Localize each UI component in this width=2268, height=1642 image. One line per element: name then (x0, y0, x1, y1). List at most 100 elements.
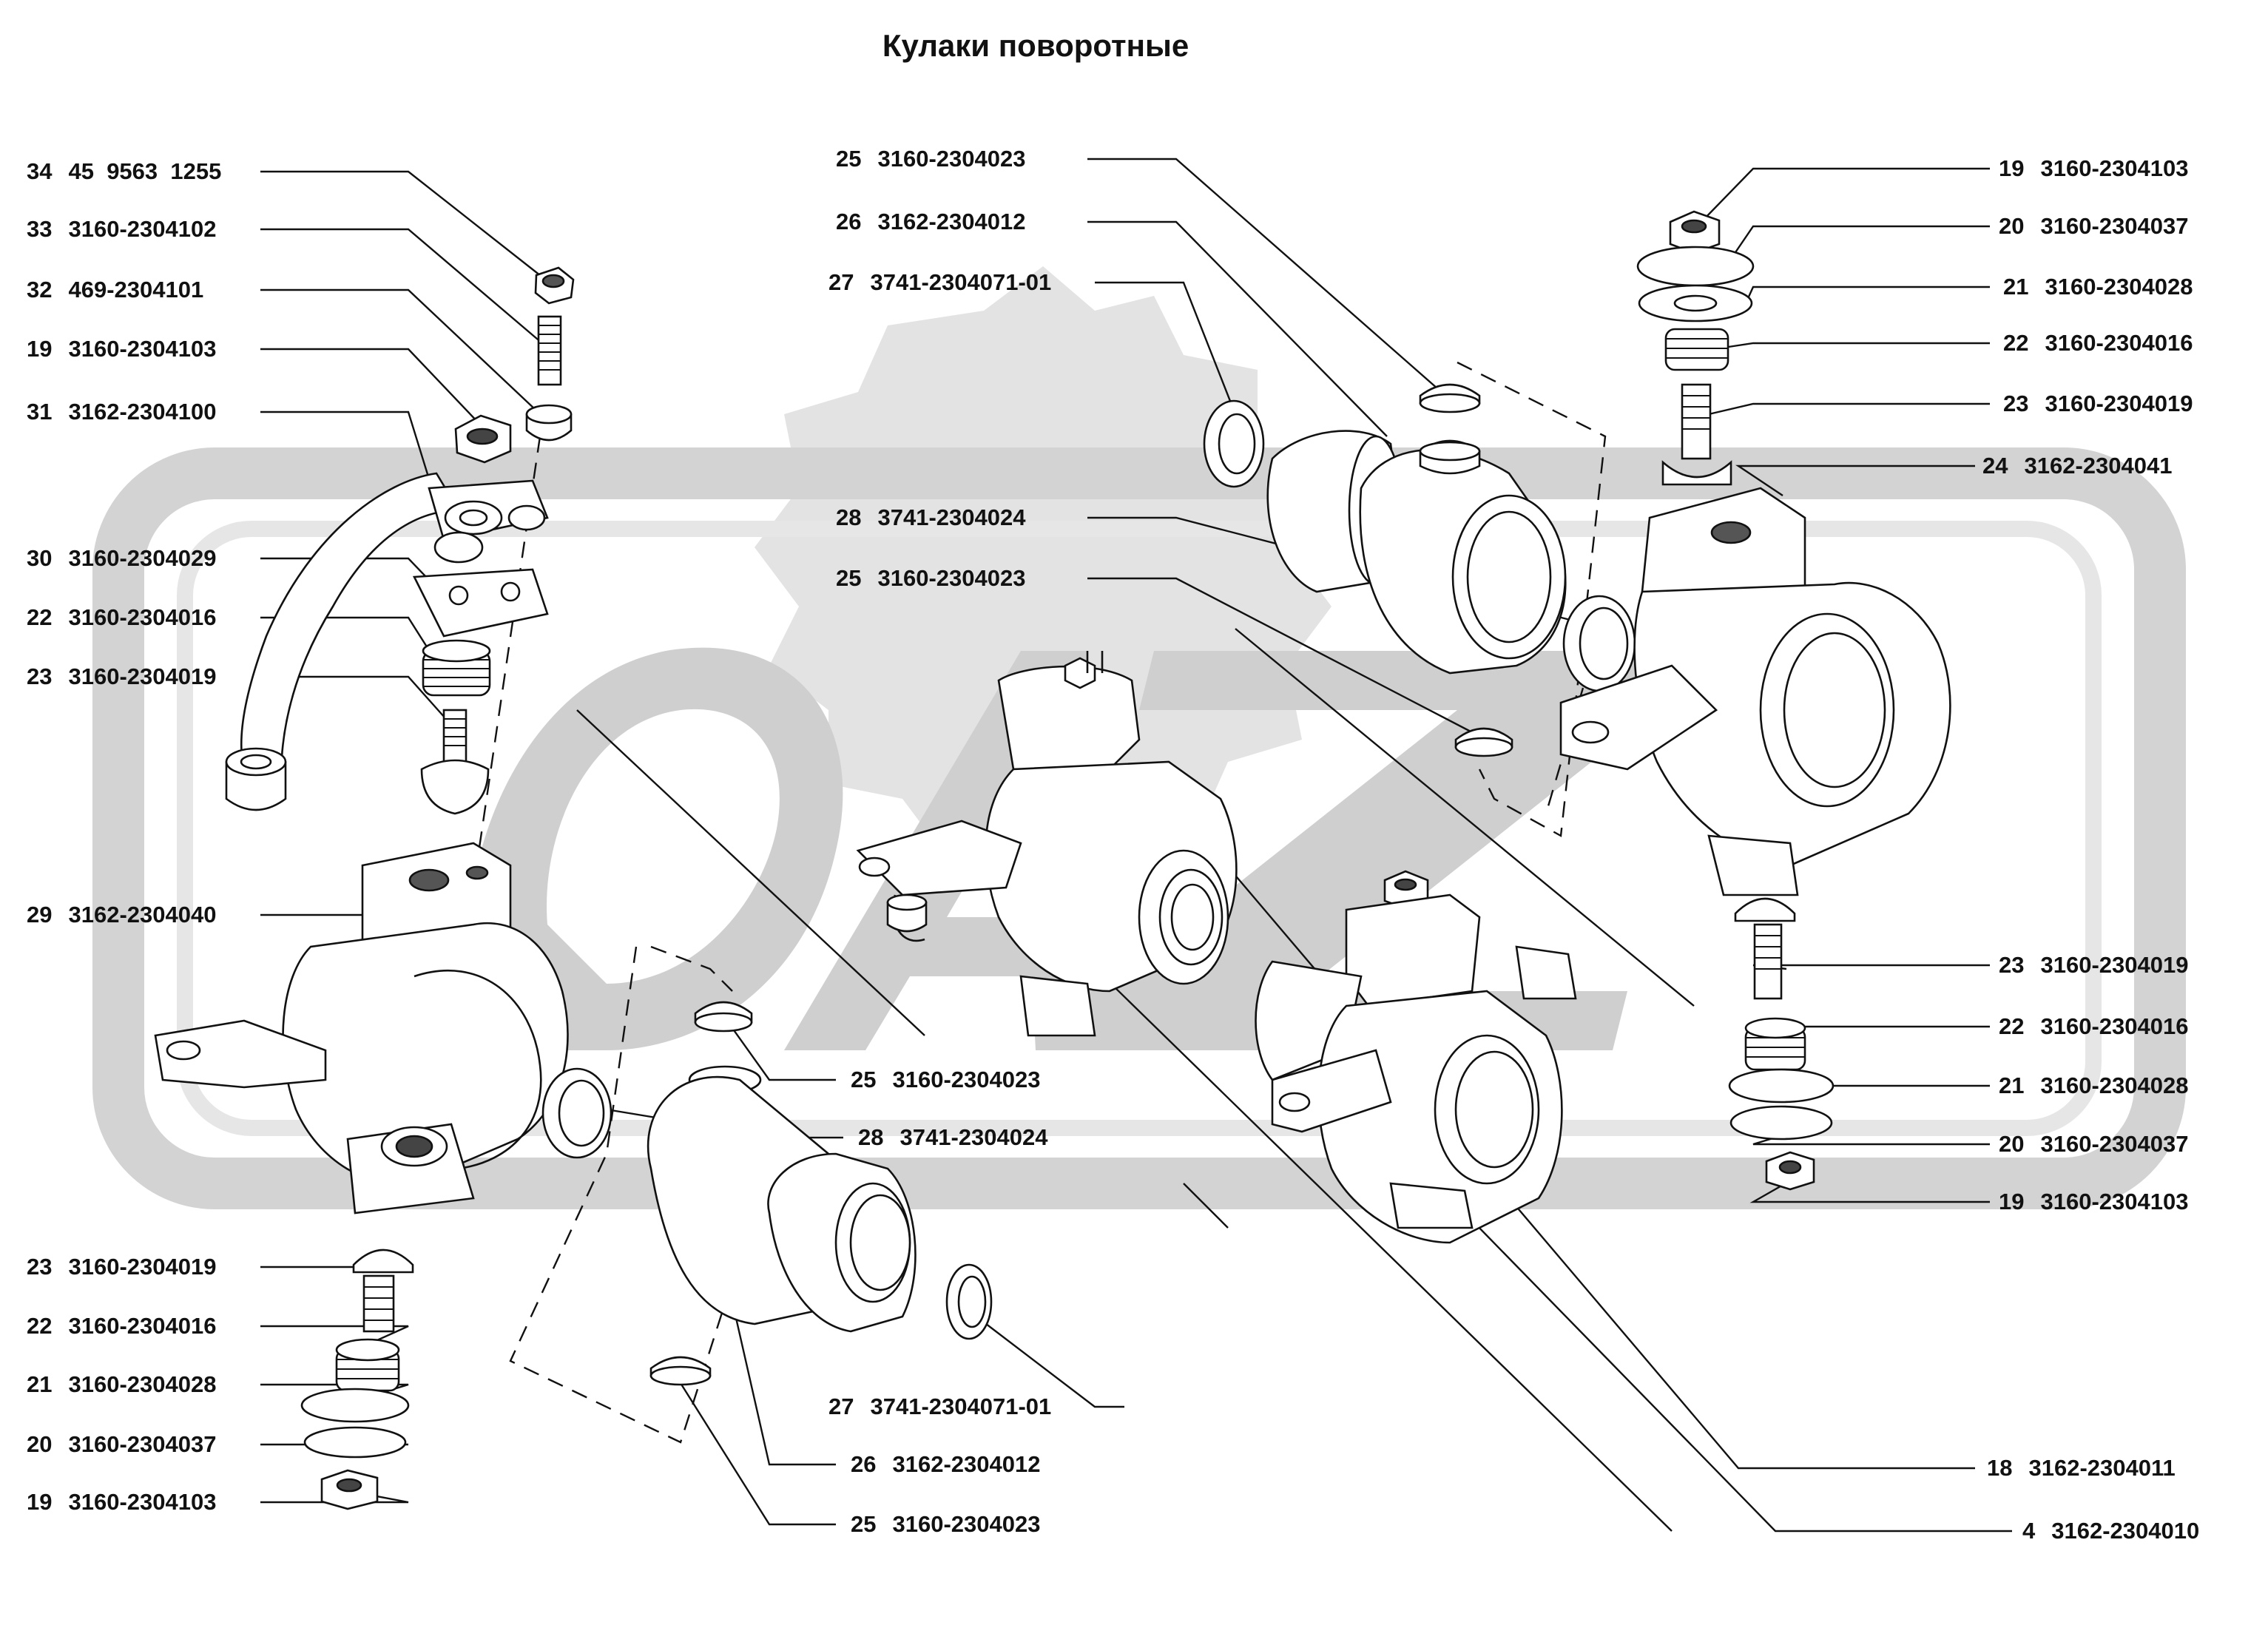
callout-number: 25 (851, 1511, 877, 1537)
callout-number: 22 (27, 1313, 53, 1339)
cap-25-right-bottom-icon (1454, 727, 1513, 757)
leader-line-diagonal (1183, 1183, 1229, 1229)
pin-23-icon (420, 709, 490, 815)
callout-number: 19 (1999, 1189, 2025, 1214)
callout-number: 29 (27, 902, 53, 928)
leader-line-diagonal (576, 709, 925, 1036)
leader-line (260, 410, 438, 504)
callout-part-code: 3160-2304103 (2040, 155, 2189, 181)
callout-part-code: 3162-2304012 (892, 1451, 1041, 1477)
knuckle-24-icon (1559, 487, 1951, 896)
leader-line (731, 1301, 836, 1466)
spherical-housing-26-icon (647, 1065, 917, 1333)
leader-line-diagonal (1050, 924, 1673, 1532)
watermark-letter-u (467, 647, 843, 1050)
leader-line (260, 675, 452, 726)
leader-line (1701, 167, 1990, 223)
callout-number: 34 (27, 158, 53, 184)
seal-28-right-icon (1562, 595, 1636, 692)
callout-part-code: 3160-2304023 (892, 1067, 1041, 1092)
callout-part-code: 3160-2304023 (892, 1511, 1041, 1537)
callout-number: 28 (858, 1124, 884, 1150)
callout-part-code: 3160-2304019 (2040, 952, 2189, 978)
callout-part-code: 3162-2304100 (68, 399, 217, 425)
watermark-frame (92, 447, 2186, 1209)
callout-center_bottom-3: 26 3162-2304012 (851, 1451, 1040, 1478)
callout-left-11: 21 3160-2304028 (27, 1371, 216, 1398)
callout-part-code: 3160-2304028 (68, 1371, 217, 1397)
callout-part-code: 3160-2304016 (68, 1313, 217, 1339)
callout-part-code: 3160-2304103 (68, 336, 217, 362)
seal-28-icon (541, 1067, 612, 1159)
callout-number: 28 (836, 504, 862, 530)
leader-line (1087, 158, 1451, 400)
callout-number: 25 (836, 146, 862, 172)
shim-30-icon (412, 568, 549, 638)
seal-27-icon (945, 1263, 993, 1340)
callout-part-code: 3160-2304019 (2045, 391, 2193, 416)
callout-number: 23 (27, 663, 53, 689)
callout-part-code: 3160-2304037 (2040, 213, 2189, 239)
nut-34-icon (534, 266, 575, 305)
callout-right-4: 23 3160-2304019 (2003, 391, 2193, 417)
leader-line (1723, 342, 1990, 349)
leader-line (1730, 225, 1990, 260)
assembled-knuckle-18-icon (1255, 870, 1577, 1244)
callout-part-code: 3160-2304016 (2040, 1013, 2189, 1039)
callout-number: 25 (851, 1067, 877, 1092)
callout-number: 18 (1987, 1455, 2013, 1481)
page-title: Кулаки поворотные (882, 28, 1189, 63)
leader-line (260, 348, 482, 426)
callout-number: 23 (2003, 391, 2029, 416)
cap-25-icon (694, 1001, 753, 1033)
callout-right-7: 22 3160-2304016 (1999, 1013, 2188, 1040)
seal-27-right-icon (1203, 399, 1265, 488)
callout-number: 23 (1999, 952, 2025, 978)
callout-number: 22 (1999, 1013, 2025, 1039)
callout-part-code: 3741-2304071-01 (870, 269, 1052, 295)
callout-part-code: 3160-2304103 (2040, 1189, 2189, 1214)
bushing-icon (225, 747, 287, 811)
callout-number: 26 (851, 1451, 877, 1477)
knuckle-body-29-icon (154, 842, 569, 1214)
callout-part-code: 3160-2304029 (68, 545, 217, 571)
callout-part-code: 3162-2304010 (2051, 1518, 2200, 1544)
callout-part-code: 469-2304101 (68, 277, 204, 303)
callout-part-code: 45 9563 1255 (68, 158, 222, 184)
center-hub-assembly (647, 1001, 993, 1386)
callout-center_bottom-4: 25 3160-2304023 (851, 1511, 1040, 1538)
leader-line (1708, 402, 1990, 416)
callout-part-code: 3160-2304028 (2040, 1072, 2189, 1098)
callout-number: 22 (2003, 330, 2029, 356)
callout-part-code: 3162-2304040 (68, 902, 217, 928)
callout-number: 25 (836, 565, 862, 591)
leader-line (1735, 464, 1975, 496)
leader-line (1095, 281, 1237, 415)
callout-number: 26 (836, 209, 862, 234)
callout-number: 21 (27, 1371, 53, 1397)
leader-line (260, 228, 548, 348)
callout-part-code: 3160-2304028 (2045, 274, 2193, 300)
watermark-letter-z (1087, 651, 1672, 1050)
callout-number: 4 (2022, 1518, 2036, 1544)
callout-right-12: 4 3162-2304010 (2022, 1518, 2199, 1544)
callout-number: 33 (27, 216, 53, 242)
callout-left-8: 29 3162-2304040 (27, 902, 216, 928)
left-knuckle-assembly (154, 266, 612, 1510)
callout-number: 21 (2003, 274, 2029, 300)
center-assembled-knuckle (856, 651, 1238, 1037)
callout-left-10: 22 3160-2304016 (27, 1313, 216, 1339)
